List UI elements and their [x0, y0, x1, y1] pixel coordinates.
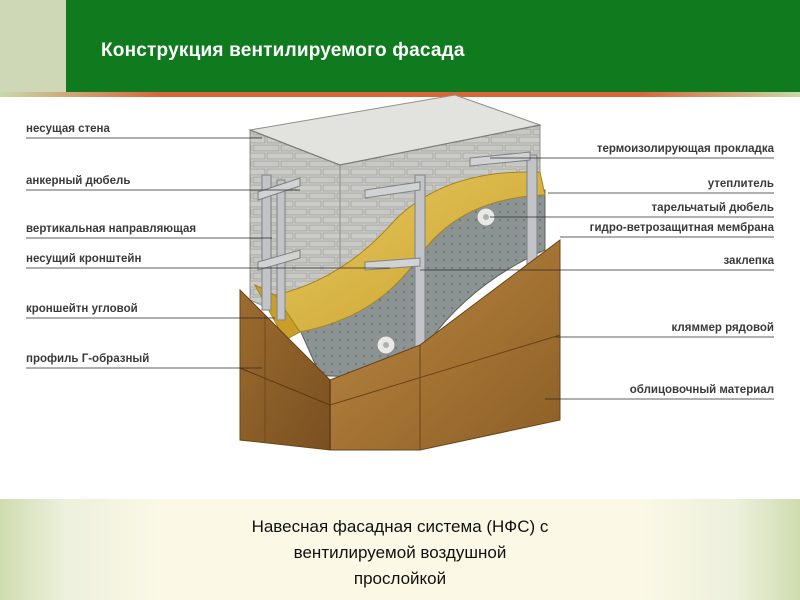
- label-anchor-dowel: анкерный дюбель: [26, 175, 131, 187]
- label-cladding: облицовочный материал: [629, 384, 774, 396]
- bracket-profiles: [257, 151, 531, 271]
- label-plate-dowel: тарельчатый дюбель: [651, 202, 774, 214]
- label-l-profile: профиль Г-образный: [26, 353, 150, 365]
- caption: Навесная фасадная система (НФС) с вентил…: [200, 514, 600, 592]
- label-thermal-pad: термоизолирующая прокладка: [596, 143, 774, 155]
- label-corner-bracket: кроншейтн угловой: [26, 303, 138, 315]
- vertical-guides: [261, 154, 538, 376]
- accent-divider: [0, 92, 800, 97]
- caption-panel: [0, 499, 800, 600]
- caption-line-3: прослойкой: [353, 569, 447, 588]
- label-load-bearing-wall: несущая стена: [26, 123, 110, 135]
- label-support-bracket: несущий кронштейн: [26, 253, 142, 265]
- title-bar: [0, 0, 800, 92]
- slide-title: Конструкция вентилируемого фасада: [101, 40, 465, 61]
- caption-line-2: вентилируемой воздушной: [293, 543, 507, 562]
- label-membrane: гидро-ветрозащитная мембрана: [589, 222, 774, 234]
- plate-dowels: [376, 207, 496, 355]
- caption-line-1: Навесная фасадная система (НФС) с: [251, 517, 549, 536]
- label-vertical-guide: вертикальная направляющая: [26, 223, 197, 235]
- leader-lines: [26, 137, 774, 400]
- label-rivet: заклепка: [723, 255, 774, 267]
- title-side-strip: [0, 0, 66, 92]
- cladding-panels: [239, 239, 561, 451]
- label-clamp: кляммер рядовой: [671, 322, 774, 334]
- label-insulation: утеплитель: [707, 178, 774, 190]
